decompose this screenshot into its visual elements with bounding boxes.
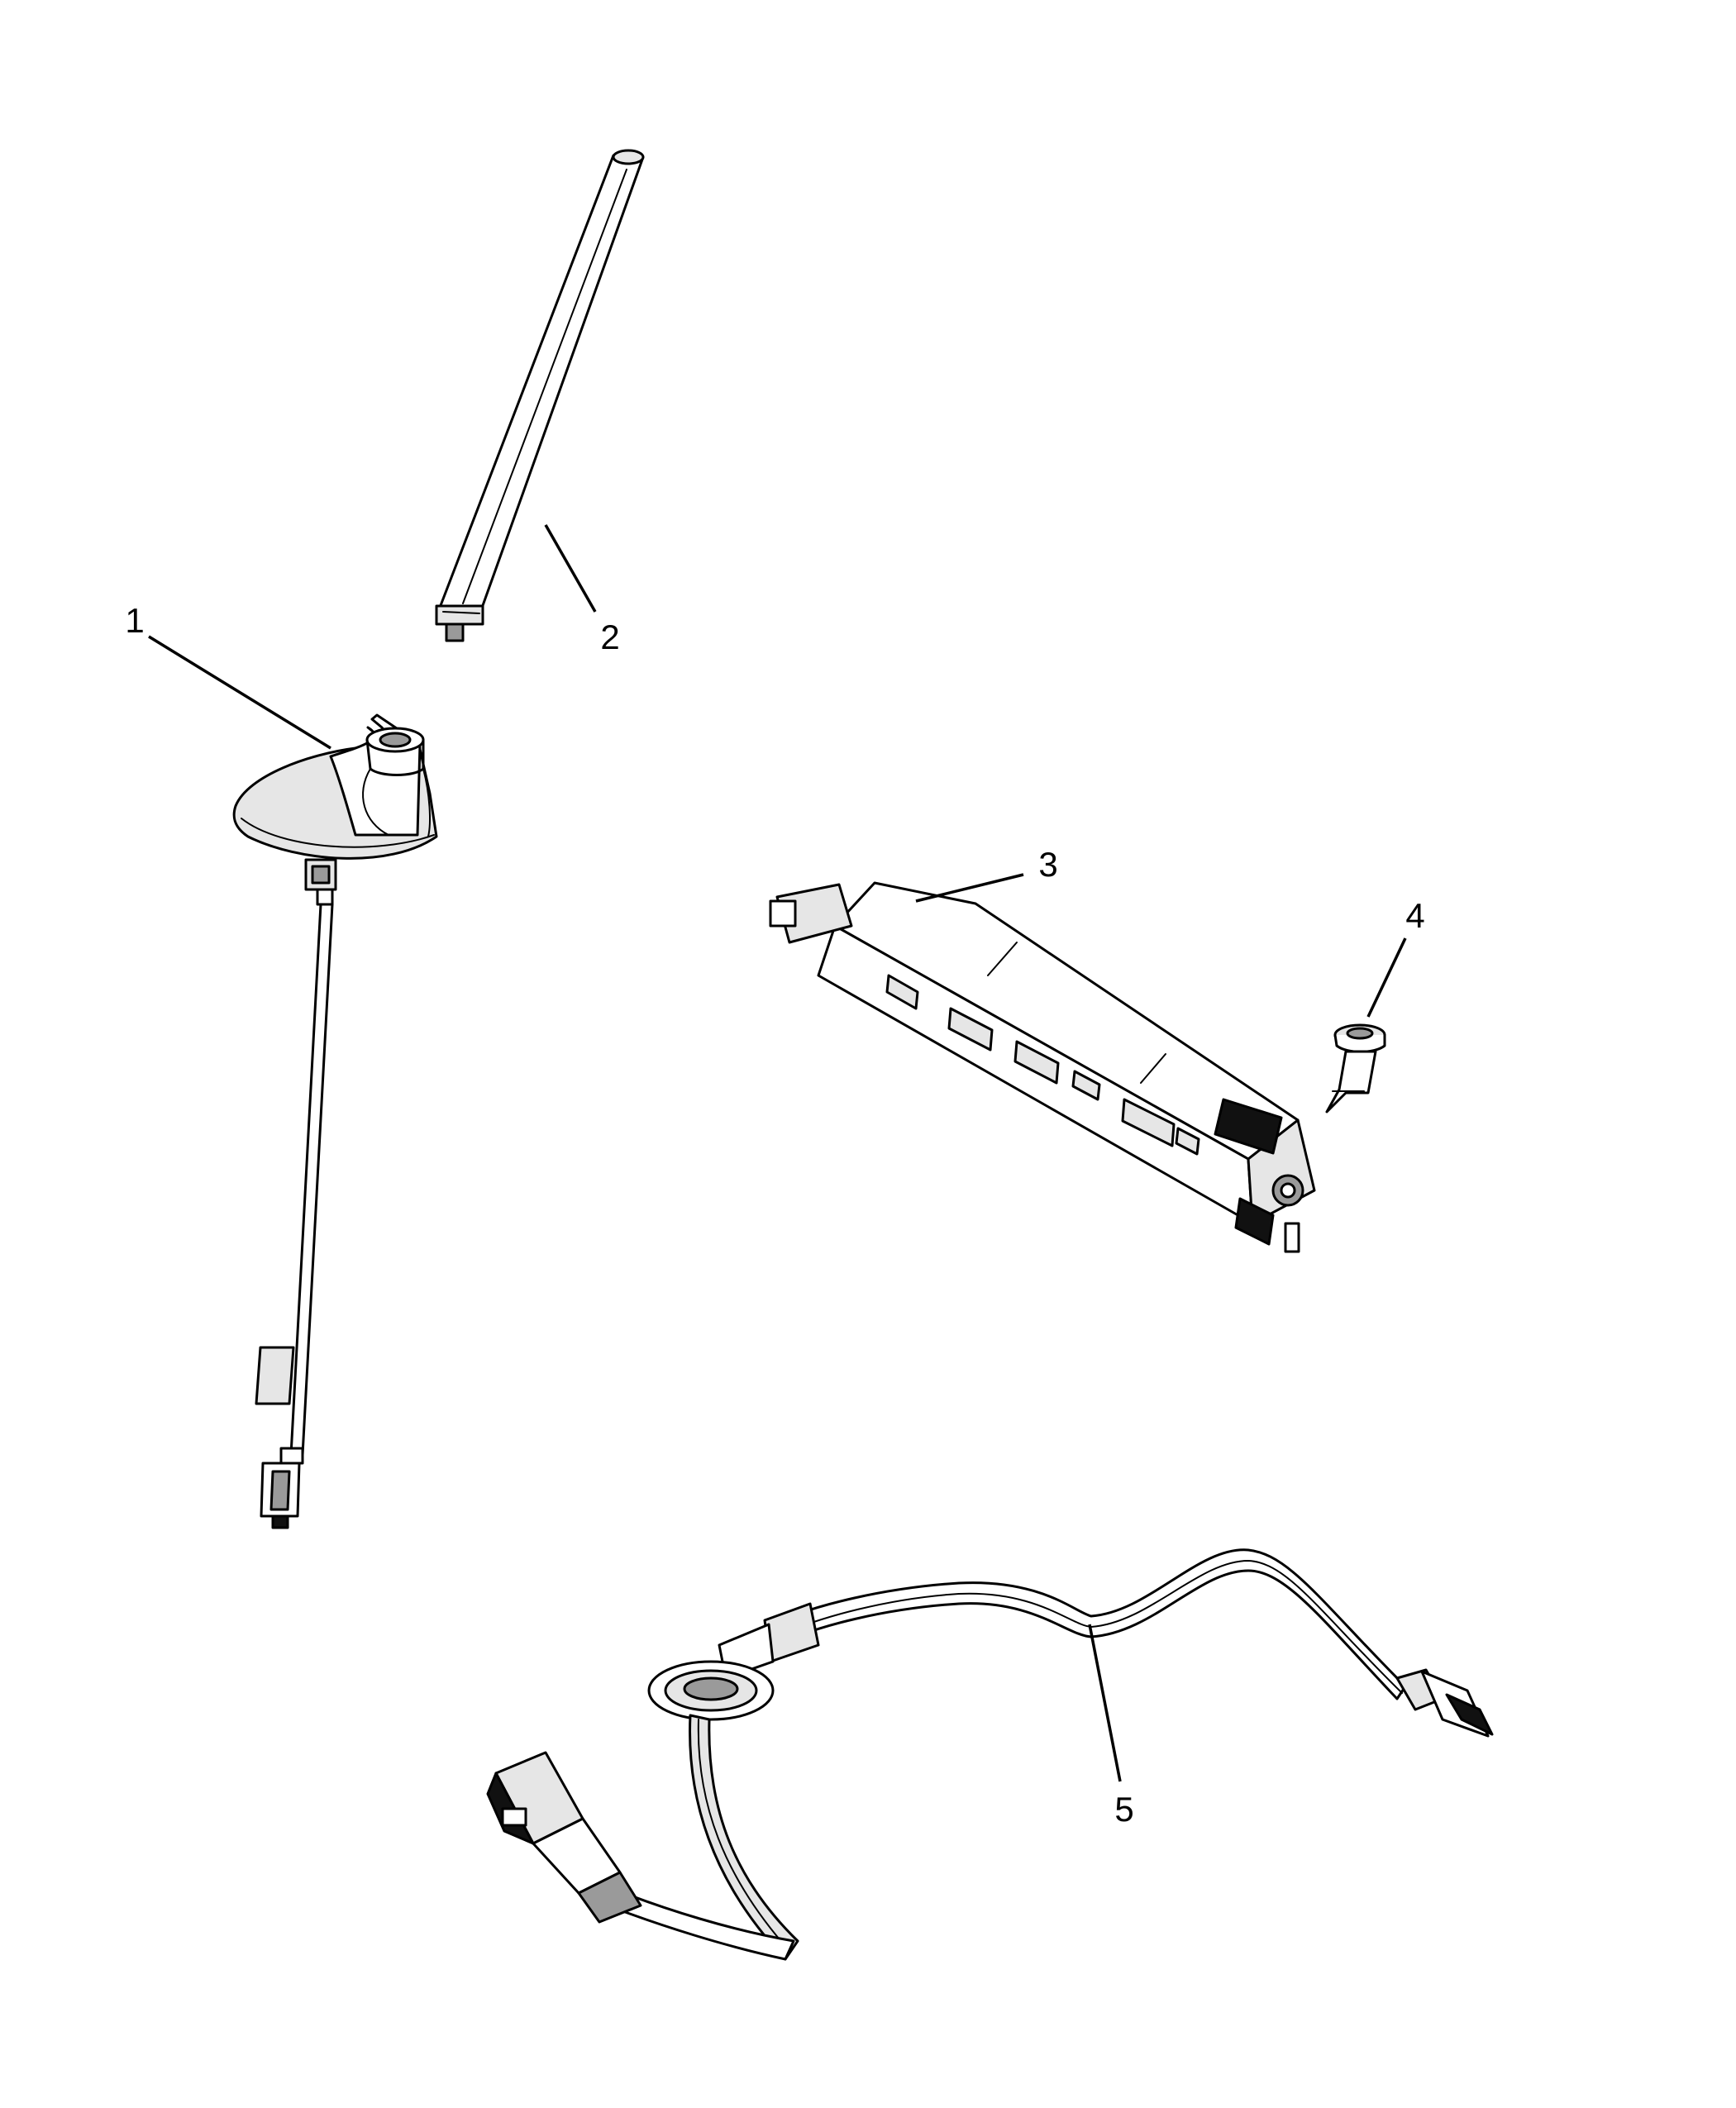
antenna-base [232, 713, 438, 860]
leader-lines [148, 524, 1407, 1782]
antenna-mast [435, 149, 645, 642]
leader-5 [1088, 1624, 1122, 1782]
leader-4 [1366, 937, 1407, 1018]
callout-2: 2 [600, 618, 619, 656]
antenna-cable [255, 858, 337, 1529]
leader-2 [544, 524, 597, 613]
cable-harness [486, 1548, 1494, 1961]
leader-3 [915, 873, 1024, 903]
callout-labels: 1 2 3 4 5 [125, 601, 1424, 1829]
leader-1 [148, 635, 331, 750]
callout-5: 5 [1114, 1790, 1133, 1829]
push-pin-fastener [1325, 1023, 1386, 1114]
callout-4: 4 [1405, 896, 1424, 935]
callout-1: 1 [125, 601, 144, 640]
callout-3: 3 [1038, 845, 1057, 884]
receiver-module [769, 881, 1316, 1253]
